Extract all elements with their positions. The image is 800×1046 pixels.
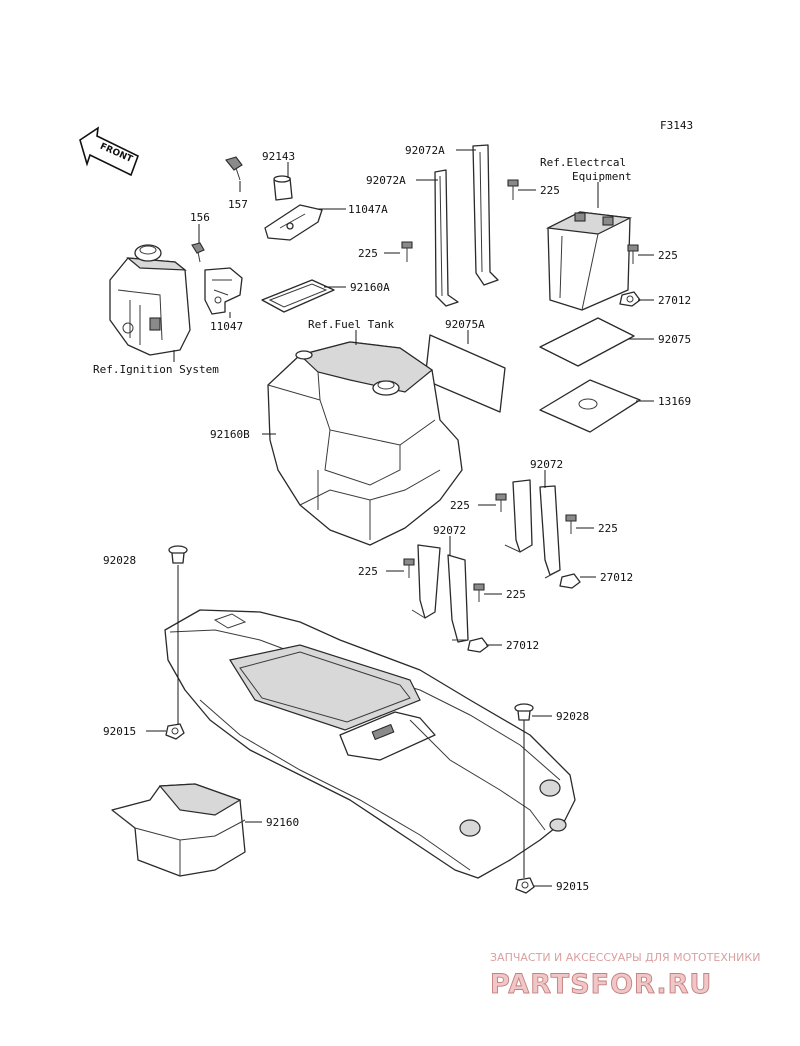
- label-225-d: 225: [450, 499, 470, 512]
- screw-225-a: [401, 241, 413, 262]
- holder-92072-b: [411, 544, 469, 643]
- nut-27012-c: [467, 637, 489, 653]
- label-225-g: 225: [506, 588, 526, 601]
- nut-27012-a: [619, 291, 641, 307]
- strap-92072a-short: [434, 169, 459, 307]
- label-92160b: 92160B: [210, 428, 250, 441]
- pad-92075: [539, 317, 635, 367]
- cover-92160: [111, 783, 246, 877]
- bracket-11047a: [264, 204, 323, 241]
- label-225-b: 225: [540, 184, 560, 197]
- label-225-c: 225: [658, 249, 678, 262]
- sheet-92075a: [424, 334, 506, 413]
- screw-225-e: [565, 514, 577, 534]
- screw-225-b: [507, 179, 519, 200]
- screw-225-f: [403, 558, 415, 578]
- strap-92072a-long: [472, 144, 499, 286]
- nut-27012-b: [559, 573, 581, 589]
- plate-13169: [539, 379, 641, 433]
- label-13169: 13169: [658, 395, 691, 408]
- pad-92160a: [261, 279, 335, 313]
- bracket-11047: [204, 267, 243, 315]
- label-225-e: 225: [598, 522, 618, 535]
- hull: [164, 609, 576, 879]
- label-156: 156: [190, 211, 210, 224]
- label-27012-c: 27012: [506, 639, 539, 652]
- ignition-box: [109, 244, 191, 356]
- label-27012-a: 27012: [658, 294, 691, 307]
- battery: [545, 211, 633, 311]
- holder-92072-a: [504, 479, 561, 579]
- label-ref-ignition: Ref.Ignition System: [93, 363, 219, 376]
- label-92075: 92075: [658, 333, 691, 346]
- nut-92015-a: [165, 723, 185, 740]
- label-11047a: 11047A: [348, 203, 388, 216]
- screw-225-d: [495, 493, 507, 512]
- front-arrow-icon: FRONT: [79, 126, 140, 177]
- figure-code: F3143: [660, 119, 693, 132]
- label-92028-a: 92028: [103, 554, 136, 567]
- bolt-157: [225, 156, 243, 181]
- label-92143: 92143: [262, 150, 295, 163]
- label-27012-b: 27012: [600, 571, 633, 584]
- label-225-f: 225: [358, 565, 378, 578]
- label-92072a-top: 92072A: [405, 144, 445, 157]
- leader-lines: [146, 149, 654, 887]
- screw-225-c: [627, 244, 639, 264]
- label-ref-fuel-tank: Ref.Fuel Tank: [308, 318, 394, 331]
- label-92072a-mid: 92072A: [366, 174, 406, 187]
- watermark-logo: PARTSFOR.RU: [490, 969, 712, 1000]
- nut-92015-b: [515, 877, 535, 894]
- grommet-92028-a: [168, 545, 188, 564]
- watermark: ЗАПЧАСТИ И АКСЕССУАРЫ ДЛЯ МОТОТЕХНИКИ PA…: [490, 951, 761, 1000]
- label-92075a: 92075A: [445, 318, 485, 331]
- grommet-92028-b: [514, 703, 534, 721]
- label-225-a: 225: [358, 247, 378, 260]
- label-ref-electrical-2: Equipment: [572, 170, 632, 183]
- watermark-tagline: ЗАПЧАСТИ И АКСЕССУАРЫ ДЛЯ МОТОТЕХНИКИ: [490, 951, 760, 964]
- fuel-tank: [267, 341, 463, 546]
- label-157: 157: [228, 198, 248, 211]
- label-92160: 92160: [266, 816, 299, 829]
- label-92015-b: 92015: [556, 880, 589, 893]
- label-11047: 11047: [210, 320, 243, 333]
- label-92028-b: 92028: [556, 710, 589, 723]
- collar-92143: [273, 175, 293, 201]
- label-92072-b: 92072: [433, 524, 466, 537]
- part-labels: 92143 157 11047A 156 11047 92160A 225 92…: [93, 144, 691, 893]
- label-92015-a: 92015: [103, 725, 136, 738]
- screw-225-g: [473, 583, 485, 602]
- label-ref-electrical-1: Ref.Electrcal: [540, 156, 626, 169]
- label-92160a: 92160A: [350, 281, 390, 294]
- label-92072-a: 92072: [530, 458, 563, 471]
- bolt-156: [191, 242, 205, 263]
